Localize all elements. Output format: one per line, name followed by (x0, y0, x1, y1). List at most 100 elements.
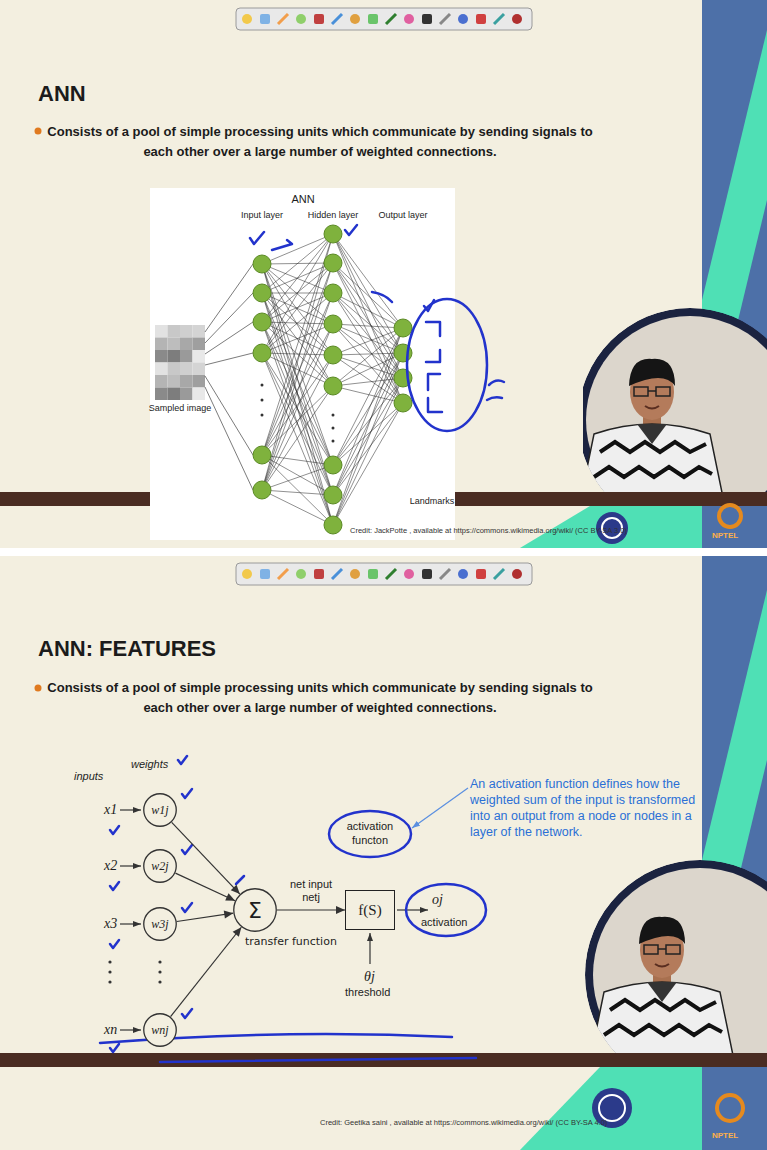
toolbar-icon (260, 569, 270, 579)
threshold-label: threshold (345, 986, 390, 1000)
sampled-image (155, 363, 168, 376)
network-link (333, 234, 403, 378)
toolbar-icon (512, 14, 522, 24)
sampled-image (168, 363, 181, 376)
network-link (262, 293, 333, 455)
toolbar-icon (278, 14, 288, 24)
arrow-head (336, 906, 345, 914)
pen-annotation (182, 1009, 192, 1018)
network-link (333, 378, 403, 495)
network-link (262, 293, 333, 525)
node-outline (144, 1014, 177, 1047)
toolbar-icon (404, 569, 414, 579)
connector (175, 873, 235, 901)
arrow-head (225, 893, 235, 900)
toolbar-icon (314, 14, 324, 24)
presenter-video (583, 308, 767, 492)
toolbar-icon (242, 14, 252, 24)
toolbar-icon (458, 14, 468, 24)
network-link (262, 264, 333, 495)
slide-one (0, 0, 767, 548)
activation-label: activation functon (335, 820, 405, 848)
network-link (262, 322, 333, 465)
ann-illustration (155, 225, 412, 534)
presenter-video (583, 308, 767, 492)
pen-annotation (489, 381, 504, 385)
toolbar-icon (494, 569, 504, 579)
slide-title: ANN (38, 80, 86, 108)
slide-two (35, 685, 42, 692)
arrow-head (231, 885, 240, 894)
slide-one (0, 0, 767, 548)
sampled-image (180, 388, 193, 401)
presenter-video (588, 917, 736, 1053)
slide-one (35, 128, 42, 135)
slide-two (0, 556, 767, 1150)
network-link (262, 264, 333, 386)
pen-annotation (110, 940, 119, 948)
toolbar-icon (422, 569, 432, 579)
neuron (253, 446, 271, 464)
connector (171, 927, 242, 1016)
sampled-image (155, 375, 168, 388)
network-link (333, 263, 403, 353)
neuron-model-strokes (120, 1029, 141, 1030)
presenter-video (583, 359, 726, 492)
sampled-image (155, 325, 168, 338)
node-text: w1j (151, 803, 168, 818)
network-link (262, 234, 333, 322)
network-link (333, 263, 403, 378)
toolbar-icon (512, 569, 522, 579)
toolbar-icon (422, 14, 432, 24)
node-outline (144, 850, 177, 883)
network-link (333, 353, 403, 495)
connector (171, 927, 242, 1016)
network-link (333, 263, 403, 328)
neuron (253, 344, 271, 362)
network-link (333, 378, 403, 525)
weight-circle: w2j (143, 849, 177, 883)
layer-label: Input layer (227, 210, 297, 221)
neuron (324, 516, 342, 534)
neuron-model-strokes (120, 923, 141, 924)
toolbar-icon (296, 14, 306, 24)
neuron (324, 486, 342, 504)
pen-annotation (160, 1058, 476, 1062)
neuron (324, 456, 342, 474)
node-outline (144, 908, 177, 941)
layer-label: Hidden layer (298, 210, 368, 221)
node-text: Σ (248, 898, 262, 923)
connector (277, 906, 345, 914)
bullet-text: Consists of a pool of simple processing … (40, 678, 600, 718)
input-variable: x2 (104, 857, 117, 875)
input-variable: x3 (104, 915, 117, 933)
pen-annotation (110, 826, 119, 834)
network-link (262, 264, 333, 465)
neuron (324, 377, 342, 395)
sampled-image (180, 363, 193, 376)
weight-circle: w1j (143, 793, 177, 827)
arrow-head (233, 927, 242, 937)
node-caption: transfer function (245, 935, 337, 948)
ellipsis-dots (108, 970, 111, 973)
toolbar-icon (476, 569, 486, 579)
ellipsis-dots (261, 399, 264, 402)
ellipsis-dots (332, 427, 335, 430)
toolbar-icon (296, 569, 306, 579)
sampled-image (168, 325, 181, 338)
neuron (253, 284, 271, 302)
sampled-image (168, 350, 181, 363)
network-link (333, 328, 403, 495)
network-link (333, 234, 403, 403)
neuron-model-strokes (120, 809, 141, 810)
slide-two (236, 563, 532, 585)
layer-label: Output layer (368, 210, 438, 221)
neuron-model-strokes (120, 810, 428, 1030)
network-link (262, 353, 333, 465)
neuron (253, 481, 271, 499)
presenter-video (583, 308, 767, 492)
slide-two (0, 556, 767, 1150)
image-label: Sampled image (145, 403, 215, 414)
network-link (205, 353, 253, 365)
